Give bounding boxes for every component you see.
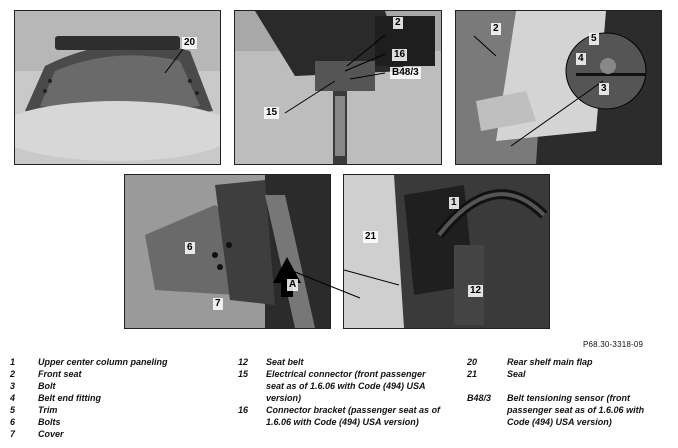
legend-text: Upper center column paneling: [38, 357, 168, 367]
legend-column-3: 20 Rear shelf main flap 21 Seal B48/3 Belt …: [467, 356, 667, 428]
legend-item: 4 Belt end fitting: [10, 392, 225, 404]
legend-text: Trim: [38, 405, 58, 415]
callout-4: 4: [576, 53, 586, 65]
belt-end-fitting-illustration: [456, 11, 661, 164]
rear-shelf-illustration: [15, 11, 220, 164]
legend-item: 6 Bolts: [10, 416, 225, 428]
legend-number: 5: [10, 405, 16, 415]
legend-item: 16 Connector bracket (passenger seat as o…: [238, 404, 443, 428]
legend-item: 21 Seal: [467, 368, 667, 380]
figure-reference: P68.30-3318-09: [583, 340, 644, 349]
legend-item: 1 Upper center column paneling: [10, 356, 225, 368]
legend-number: 7: [10, 429, 16, 439]
legend-number: 3: [10, 381, 16, 391]
legend-number: 15: [238, 369, 249, 379]
legend-number: 2: [10, 369, 16, 379]
callout-20: 20: [182, 37, 198, 49]
callout-1: 1: [449, 197, 459, 209]
photo-cover-bolts: 6 7 A: [124, 174, 331, 329]
legend-text: Belt end fitting: [38, 393, 101, 403]
photo-rear-shelf-flap: 20: [14, 10, 221, 165]
callout-b48-3: B48/3: [390, 67, 421, 79]
legend-column-1: 1 Upper center column paneling 2 Front sea…: [10, 356, 225, 440]
legend-item: 5 Trim: [10, 404, 225, 416]
legend-text: Front seat: [38, 369, 82, 379]
legend-column-2: 12 Seat belt 15 Electrical connector (fron…: [238, 356, 443, 428]
callout-3: 3: [599, 83, 609, 95]
legend-text: Connector bracket (passenger seat as of …: [266, 405, 441, 427]
legend-item: 15 Electrical connector (front passenger …: [238, 368, 443, 404]
callout-12: 12: [468, 285, 484, 297]
legend-number: 12: [238, 357, 249, 367]
legend-item: 7 Cover: [10, 428, 225, 440]
legend-item: 2 Front seat: [10, 368, 225, 380]
connector-bracket-illustration: [235, 11, 441, 164]
callout-6: 6: [185, 242, 195, 254]
callout-2: 2: [393, 17, 403, 29]
photo-connector-bracket: 2 16 B48/3 15: [234, 10, 442, 165]
legend-text: Cover: [38, 429, 64, 439]
legend-item: B48/3 Belt tensioning sensor (front passe…: [467, 392, 667, 428]
callout-a: A: [287, 279, 299, 291]
legend-text: Seat belt: [266, 357, 304, 367]
center-column-illustration: [344, 175, 549, 328]
legend-item: 3 Bolt: [10, 380, 225, 392]
photo-center-column-paneling: 1 21 12: [343, 174, 550, 329]
legend-number: 21: [467, 369, 478, 379]
cover-bolts-illustration: [125, 175, 330, 328]
legend-number: B48/3: [467, 393, 492, 403]
legend-number: 16: [238, 405, 249, 415]
callout-5: 5: [589, 33, 599, 45]
legend-text: Rear shelf main flap: [507, 357, 593, 367]
callout-7: 7: [213, 298, 223, 310]
legend-number: 1: [10, 357, 16, 367]
legend-number: 4: [10, 393, 16, 403]
callout-15: 15: [264, 107, 280, 119]
legend-text: Seal: [507, 369, 526, 379]
photo-belt-end-fitting: 2 5 4 3: [455, 10, 662, 165]
callout-2b: 2: [491, 23, 501, 35]
legend-text: Bolts: [38, 417, 61, 427]
legend-text: Bolt: [38, 381, 56, 391]
legend-item: 12 Seat belt: [238, 356, 443, 368]
legend-number: 20: [467, 357, 478, 367]
legend-item: 20 Rear shelf main flap: [467, 356, 667, 368]
legend-text: Electrical connector (front passenger se…: [266, 369, 426, 403]
legend-number: 6: [10, 417, 16, 427]
callout-16: 16: [392, 49, 408, 61]
legend-text: Belt tensioning sensor (front passenger …: [507, 393, 645, 427]
callout-21: 21: [363, 231, 379, 243]
